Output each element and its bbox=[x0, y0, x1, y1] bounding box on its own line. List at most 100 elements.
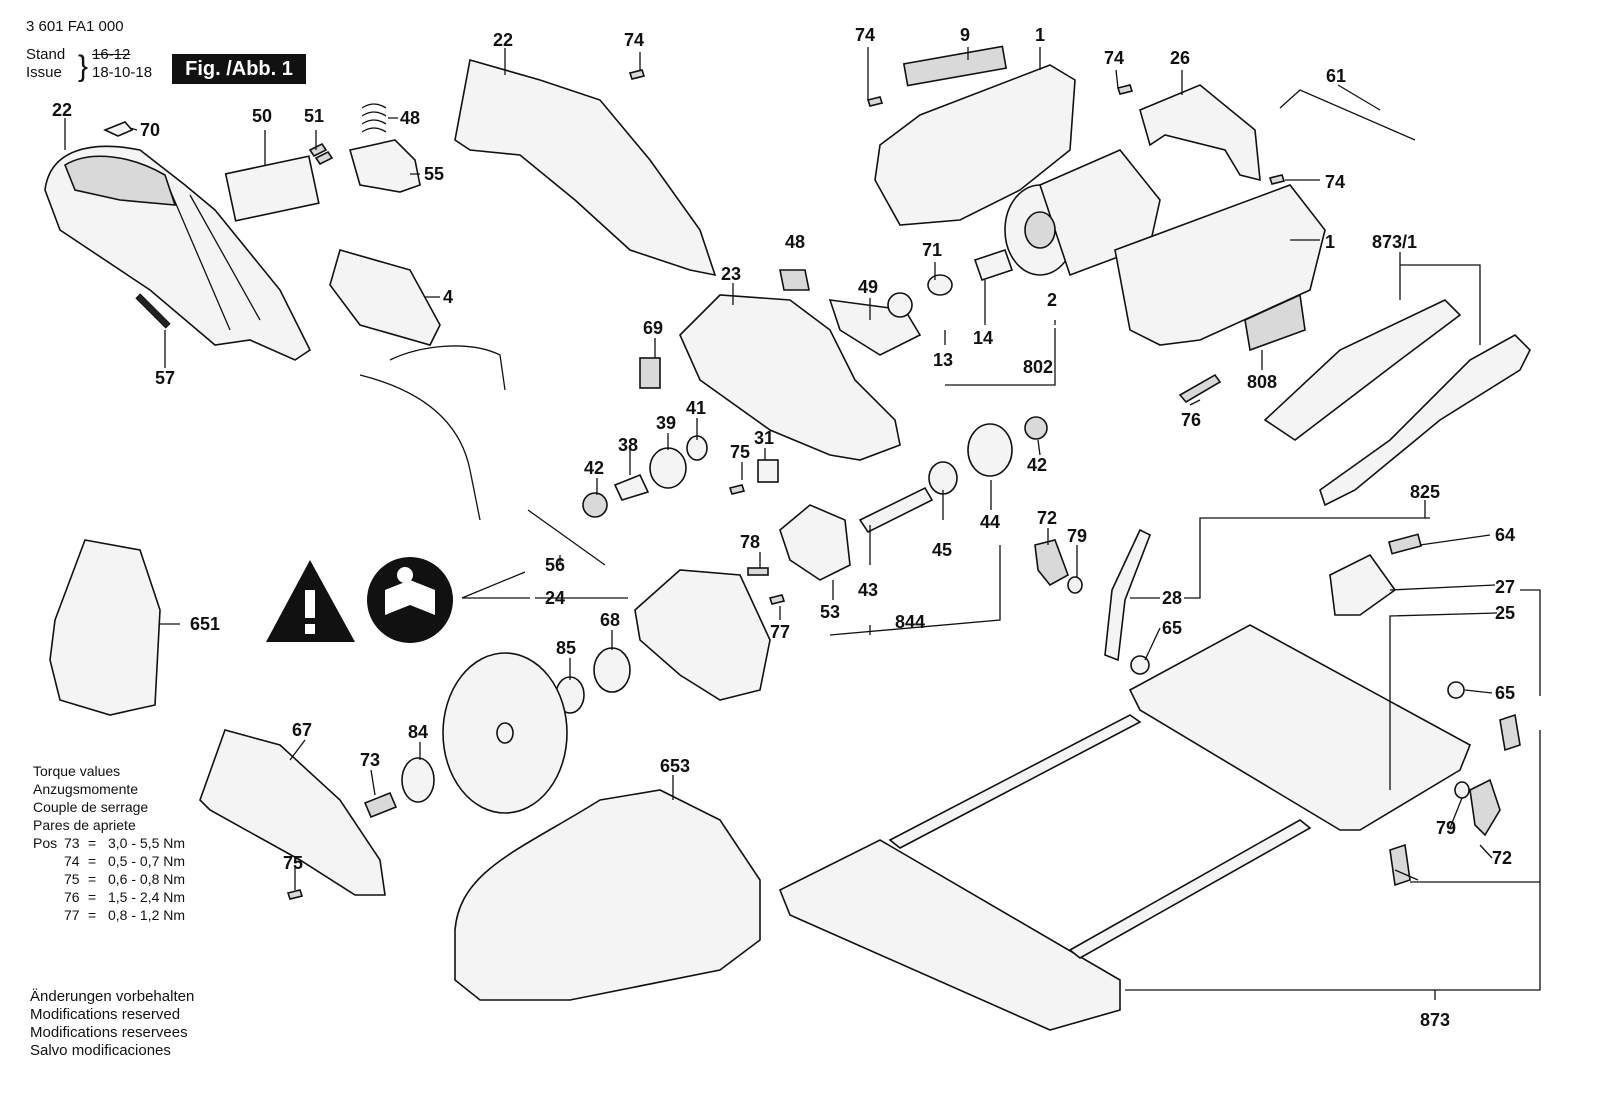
nut-part bbox=[582, 492, 608, 518]
figure-tag: Fig. /Abb. 1 bbox=[172, 54, 306, 84]
part-label: 44 bbox=[980, 512, 1001, 532]
part-label: 48 bbox=[400, 108, 421, 128]
screw-part bbox=[628, 69, 646, 80]
part-label: 74 bbox=[624, 30, 645, 50]
torque-pos-label: Pos bbox=[33, 835, 58, 851]
torque-value: 0,8 - 1,2 Nm bbox=[108, 907, 186, 923]
spring-coil-part bbox=[361, 103, 387, 133]
bearing-part bbox=[928, 461, 958, 495]
nut-part bbox=[1024, 416, 1048, 440]
part-label: 49 bbox=[858, 277, 879, 297]
part-label: 43 bbox=[858, 580, 879, 600]
part-label: 71 bbox=[922, 240, 943, 260]
large-gear-part bbox=[967, 423, 1013, 477]
footer-note: Modifications reserved bbox=[30, 1006, 181, 1023]
lower-guard-part bbox=[634, 569, 771, 701]
part-label: 85 bbox=[556, 638, 577, 658]
part-label: 75 bbox=[730, 442, 751, 462]
pin-part bbox=[135, 293, 171, 329]
rear-guard-part bbox=[199, 729, 386, 896]
part-label: 73 bbox=[360, 750, 381, 770]
screw-part bbox=[1268, 174, 1286, 185]
torque-value: 1,5 - 2,4 Nm bbox=[108, 889, 186, 905]
part-label: 9 bbox=[960, 25, 971, 45]
part-label: 75 bbox=[283, 853, 304, 873]
part-label: 69 bbox=[643, 318, 664, 338]
part-label: 4 bbox=[443, 287, 454, 307]
bracket-part bbox=[1329, 553, 1397, 616]
base-plate-part bbox=[1128, 624, 1472, 831]
torque-pos: 73 bbox=[64, 835, 80, 851]
part-label: 45 bbox=[932, 540, 953, 560]
lever-part bbox=[348, 139, 421, 193]
screw-part bbox=[286, 889, 304, 900]
part-label: 26 bbox=[1170, 48, 1191, 68]
spring-part bbox=[779, 269, 810, 291]
torque-pos: 75 bbox=[64, 871, 80, 887]
stand-value: 16-12 bbox=[92, 46, 131, 63]
reader-head-icon bbox=[397, 567, 413, 583]
torque-eq: = bbox=[88, 871, 97, 887]
torque-eq: = bbox=[88, 907, 97, 923]
sleeve-part bbox=[757, 459, 779, 483]
gear-part bbox=[649, 447, 687, 489]
part-label: 79 bbox=[1436, 818, 1457, 838]
switch-part bbox=[329, 249, 441, 346]
part-label: 28 bbox=[1162, 588, 1183, 608]
part-label: 808 bbox=[1247, 372, 1278, 392]
footer-note: Modifications reservees bbox=[30, 1024, 188, 1041]
torque-pos: 74 bbox=[64, 853, 80, 869]
screw-part bbox=[728, 484, 746, 495]
bearing-part bbox=[887, 292, 913, 318]
book-icon bbox=[385, 580, 435, 615]
part-label: 79 bbox=[1067, 526, 1088, 546]
part-label: 39 bbox=[656, 413, 677, 433]
upper-guard-part bbox=[454, 58, 717, 277]
bolt-part bbox=[1499, 713, 1521, 752]
charger-part bbox=[454, 789, 761, 1001]
part-label: 802 bbox=[1023, 357, 1054, 377]
part-label: 22 bbox=[52, 100, 73, 120]
part-label: 873 bbox=[1420, 1010, 1451, 1030]
part-label: 74 bbox=[1325, 172, 1346, 192]
part-label: 50 bbox=[252, 106, 273, 126]
footer-note: Salvo modificaciones bbox=[30, 1042, 171, 1059]
label-part bbox=[902, 45, 1008, 87]
handle-housing-part bbox=[44, 145, 312, 361]
part-label: 48 bbox=[785, 232, 806, 252]
part-label: 51 bbox=[304, 106, 325, 126]
wire-part bbox=[389, 345, 506, 391]
exclamation-dot-icon bbox=[305, 624, 315, 634]
part-label: 42 bbox=[584, 458, 605, 478]
clip-part bbox=[102, 121, 134, 137]
part-label: 65 bbox=[1162, 618, 1183, 638]
part-label: 74 bbox=[1104, 48, 1125, 68]
o-ring-part bbox=[593, 647, 631, 693]
part-label: 1 bbox=[1035, 25, 1046, 45]
part-label: 14 bbox=[973, 328, 994, 348]
exclamation-icon bbox=[305, 590, 315, 618]
part-label: 68 bbox=[600, 610, 621, 630]
bolt-part bbox=[363, 791, 398, 819]
torque-title: Torque values bbox=[33, 763, 121, 779]
washer-part bbox=[1130, 655, 1150, 675]
cable-part bbox=[359, 374, 481, 521]
pinion-part bbox=[973, 248, 1014, 282]
part-label: 70 bbox=[140, 120, 161, 140]
motor-housing-upper-part bbox=[874, 64, 1076, 226]
part-label: 873/1 bbox=[1372, 232, 1418, 252]
part-label: 1 bbox=[1325, 232, 1336, 252]
part-label: 13 bbox=[933, 350, 954, 370]
leader-lines bbox=[64, 47, 1541, 1000]
part-label: 24 bbox=[545, 588, 566, 608]
part-label: 56 bbox=[545, 555, 566, 575]
saw-blade-part bbox=[442, 652, 568, 814]
knob-part bbox=[1034, 539, 1069, 587]
part-label: 844 bbox=[895, 612, 926, 632]
part-label: 2 bbox=[1047, 290, 1058, 310]
pin-part bbox=[1387, 533, 1423, 555]
part-label: 77 bbox=[770, 622, 791, 642]
guide-rail-part bbox=[1068, 819, 1312, 959]
part-label: 57 bbox=[155, 368, 176, 388]
